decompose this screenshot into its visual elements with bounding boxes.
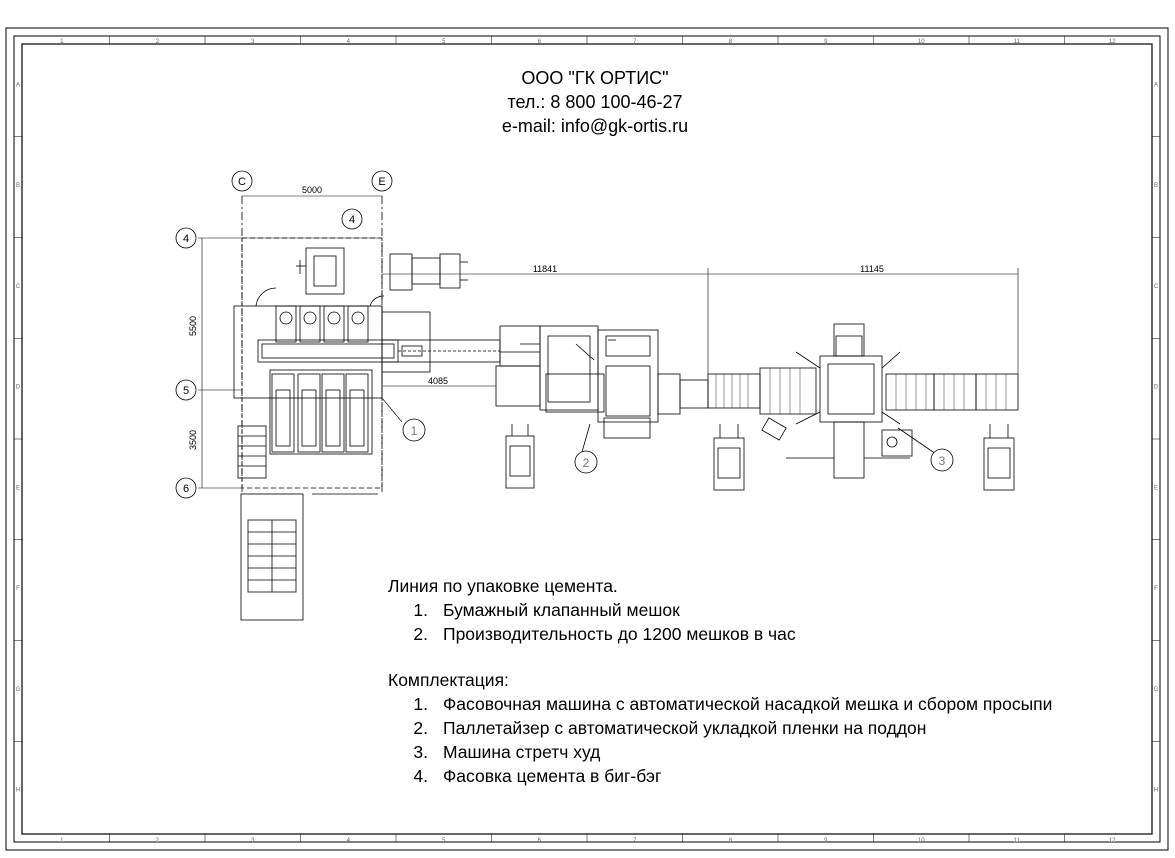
top-zone-tick: 9	[824, 39, 828, 45]
bottom-zone-tick: 4	[347, 838, 351, 844]
equipment-list: 1. Фасовочная машина с автоматической на…	[388, 692, 1148, 788]
top-zone-tick: 10	[918, 39, 925, 45]
company-phone: тел.: 8 800 100-46-27	[507, 92, 683, 112]
axis-label-6: 6	[183, 483, 189, 495]
list-item-text: Паллетайзер с автоматической укладкой пл…	[443, 718, 927, 738]
right-zone-tick: D	[1154, 385, 1159, 391]
axis-label-4: 4	[183, 233, 189, 245]
side-zone-ticks: A A B B C C D D E E F F G G H H	[14, 82, 1160, 794]
left-zone-tick: B	[16, 183, 20, 189]
right-zone-tick: A	[1154, 82, 1158, 88]
right-zone-tick: H	[1154, 788, 1158, 794]
packing-machine-area	[233, 196, 501, 621]
callout-2: 2	[583, 456, 590, 470]
left-zone-tick: D	[16, 385, 21, 391]
bottom-zone-tick: 5	[442, 838, 446, 844]
list-item-text: Производительность до 1200 мешков в час	[443, 624, 796, 644]
dim-span-2: 11145	[860, 264, 884, 274]
dim-width-top: 5000	[302, 185, 322, 195]
list-item-text: Бумажный клапанный мешок	[443, 600, 680, 620]
left-zone-tick: H	[16, 788, 20, 794]
bottom-zone-tick: 11	[1014, 838, 1021, 844]
list-item-number: 1.	[413, 600, 428, 620]
top-zone-tick: 5	[442, 39, 446, 45]
bottom-zone-tick: 3	[251, 838, 255, 844]
axis-bubbles	[175, 170, 954, 499]
outer-frame	[5, 27, 1169, 851]
bottom-zone-tick: 10	[918, 838, 925, 844]
right-zone-tick: C	[1154, 284, 1159, 290]
list-item-text: Фасовка цемента в биг-бэг	[443, 766, 662, 786]
bottom-zone-tick: 6	[538, 838, 542, 844]
bottom-zone-tick: 7	[633, 838, 637, 844]
list-item-text: Фасовочная машина с автоматической насад…	[443, 694, 1053, 714]
top-zone-tick: 11	[1014, 39, 1021, 45]
axis-label-e: E	[378, 176, 385, 188]
top-zone-tick: 3	[251, 39, 255, 45]
list-item-number: 2.	[413, 718, 428, 738]
company-name: ООО "ГК ОРТИС"	[521, 68, 669, 88]
equipment-title: Комплектация:	[388, 670, 509, 690]
top-zone-tick: 8	[729, 39, 733, 45]
list-item-number: 1.	[413, 694, 428, 714]
right-zone-tick: F	[1154, 586, 1158, 592]
dim-span-1: 11841	[533, 264, 557, 274]
list-item-number: 2.	[413, 624, 428, 644]
dimension-lines	[198, 195, 1019, 489]
dim-height-a: 5500	[188, 316, 198, 336]
callout-3: 3	[939, 454, 946, 468]
list-item-text: Машина стретч худ	[443, 742, 601, 762]
dim-span-3: 4085	[428, 376, 448, 386]
dim-height-b: 3500	[188, 430, 198, 450]
axis-label-5: 5	[183, 385, 189, 397]
top-zone-tick: 2	[156, 39, 160, 45]
left-zone-tick: C	[16, 284, 21, 290]
left-zone-tick: A	[16, 82, 20, 88]
list-item-number: 3.	[413, 742, 428, 762]
description-title: Линия по упаковке цемента.	[388, 576, 618, 596]
callout-1: 1	[411, 424, 418, 438]
right-zone-tick: E	[1154, 485, 1158, 491]
bottom-zone-tick: 8	[729, 838, 733, 844]
top-zone-tick: 4	[347, 39, 351, 45]
list-item-number: 4.	[413, 766, 428, 786]
top-zone-tick: 1	[60, 39, 64, 45]
bottom-zone-tick: 1	[60, 838, 64, 844]
top-zone-tick: 12	[1109, 39, 1116, 45]
bottom-zone-tick: 9	[824, 838, 828, 844]
right-zone-tick: G	[1154, 687, 1159, 693]
bottom-zone-tick: 12	[1109, 838, 1116, 844]
left-zone-tick: E	[16, 485, 20, 491]
company-email: e-mail: info@gk-ortis.ru	[501, 116, 689, 136]
top-zone-tick: 7	[633, 39, 637, 45]
axis-label-c: C	[238, 176, 246, 188]
stretch-hood-area	[707, 323, 1019, 491]
axis-label-a: 4	[349, 214, 355, 226]
top-zone-tick: 6	[538, 39, 542, 45]
right-zone-tick: B	[1154, 183, 1158, 189]
left-zone-tick: G	[16, 687, 21, 693]
left-zone-tick: F	[16, 586, 20, 592]
bottom-zone-tick: 2	[156, 838, 160, 844]
description-list: 1. Бумажный клапанный мешок 2. Производи…	[388, 598, 1128, 646]
palletizer-area	[495, 325, 709, 489]
